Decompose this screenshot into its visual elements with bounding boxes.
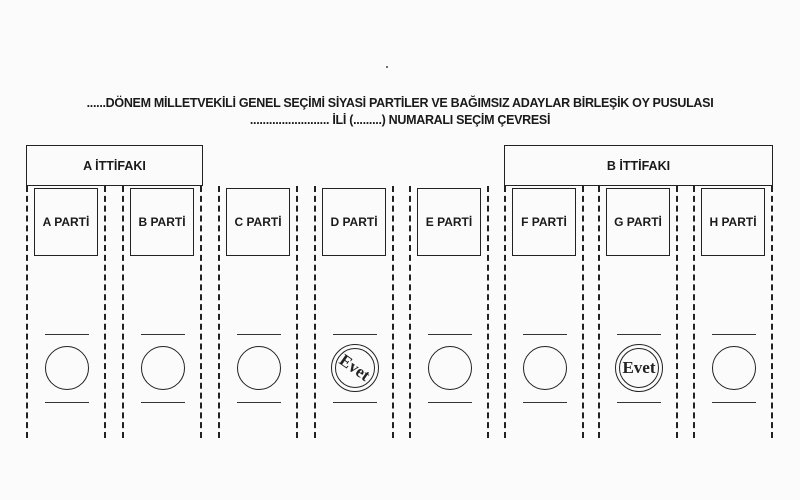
vote-circle[interactable] xyxy=(237,346,281,390)
stamp-text: Evet xyxy=(622,358,656,377)
alliance-b-header: B İTTİFAKI xyxy=(504,145,773,186)
party-name-box: F PARTİ xyxy=(512,188,576,256)
party-column-e: E PARTİ xyxy=(409,186,489,438)
party-column-h: H PARTİ xyxy=(693,186,773,438)
divider xyxy=(428,402,472,403)
vote-circle[interactable] xyxy=(428,346,472,390)
party-name-box: C PARTİ xyxy=(226,188,290,256)
divider xyxy=(45,402,89,403)
vote-circle[interactable] xyxy=(45,346,89,390)
ballot-title: ......DÖNEM MİLLETVEKİLİ GENEL SEÇİMİ Sİ… xyxy=(86,96,714,110)
stamp-text: Evet xyxy=(336,350,375,385)
divider xyxy=(617,334,661,335)
party-column-g: G PARTİ Evet xyxy=(598,186,678,438)
party-name-box: A PARTİ xyxy=(34,188,98,256)
party-column-f: F PARTİ xyxy=(504,186,584,438)
divider xyxy=(237,334,281,335)
alliance-a-header: A İTTİFAKI xyxy=(26,145,203,186)
evet-stamp[interactable]: Evet xyxy=(331,344,379,392)
divider xyxy=(523,334,567,335)
divider xyxy=(523,402,567,403)
party-name-box: E PARTİ xyxy=(417,188,481,256)
party-name-box: H PARTİ xyxy=(701,188,765,256)
divider xyxy=(141,402,185,403)
vote-circle[interactable] xyxy=(523,346,567,390)
divider xyxy=(712,334,756,335)
divider xyxy=(617,402,661,403)
party-column-a: A PARTİ xyxy=(26,186,106,438)
divider xyxy=(712,402,756,403)
divider xyxy=(237,402,281,403)
divider xyxy=(428,334,472,335)
ballot-subtitle: ......................... İLİ (.........… xyxy=(249,113,551,127)
party-column-d: D PARTİ Evet xyxy=(314,186,394,438)
party-name-box: G PARTİ xyxy=(606,188,670,256)
print-speck xyxy=(386,66,388,68)
evet-stamp[interactable]: Evet xyxy=(615,344,663,392)
divider xyxy=(141,334,185,335)
vote-circle[interactable] xyxy=(141,346,185,390)
divider xyxy=(333,402,377,403)
party-name-box: B PARTİ xyxy=(130,188,194,256)
party-column-b: B PARTİ xyxy=(122,186,202,438)
vote-circle[interactable] xyxy=(712,346,756,390)
divider xyxy=(333,334,377,335)
divider xyxy=(45,334,89,335)
party-name-box: D PARTİ xyxy=(322,188,386,256)
party-column-c: C PARTİ xyxy=(218,186,298,438)
